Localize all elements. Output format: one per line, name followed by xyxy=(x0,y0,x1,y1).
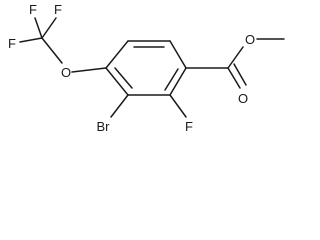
bond-ring-br xyxy=(110,94,129,118)
ring-bond-bottom-right xyxy=(169,67,187,96)
bond-cf3-f-top-left xyxy=(34,17,43,39)
atom-f-left: F xyxy=(8,36,16,51)
atom-f-top-left: F xyxy=(29,2,37,17)
atom-o-ether: O xyxy=(61,65,71,80)
atom-o-carbonyl: O xyxy=(238,91,248,106)
ring-bond-top-right xyxy=(169,40,187,69)
ring-bond-bottom-right-inner xyxy=(164,68,179,91)
bond-o-cf3 xyxy=(41,37,63,64)
ring-bond-bottom-left-inner xyxy=(114,67,133,89)
benzene-ring xyxy=(105,40,187,96)
atom-f-ring: F xyxy=(185,119,193,134)
bond-carbonyl-double-b xyxy=(233,63,247,86)
atom-br: Br xyxy=(97,119,111,134)
bond-cf3-f-left xyxy=(19,37,43,43)
bond-ring-f xyxy=(169,94,187,118)
atom-o-ester: O xyxy=(245,32,255,47)
atom-f-top-right: F xyxy=(54,2,62,17)
ring-bond-bottom-left xyxy=(105,67,129,96)
bond-cf3-f-top-right xyxy=(41,17,57,39)
molecule-structure: F F F O Br F O O xyxy=(8,2,285,134)
bond-ring-o-ether xyxy=(71,67,107,73)
ring-bond-top-left xyxy=(105,40,129,69)
bond-carbonyl-double-a xyxy=(227,67,241,89)
bond-c-o-ester xyxy=(227,46,244,69)
